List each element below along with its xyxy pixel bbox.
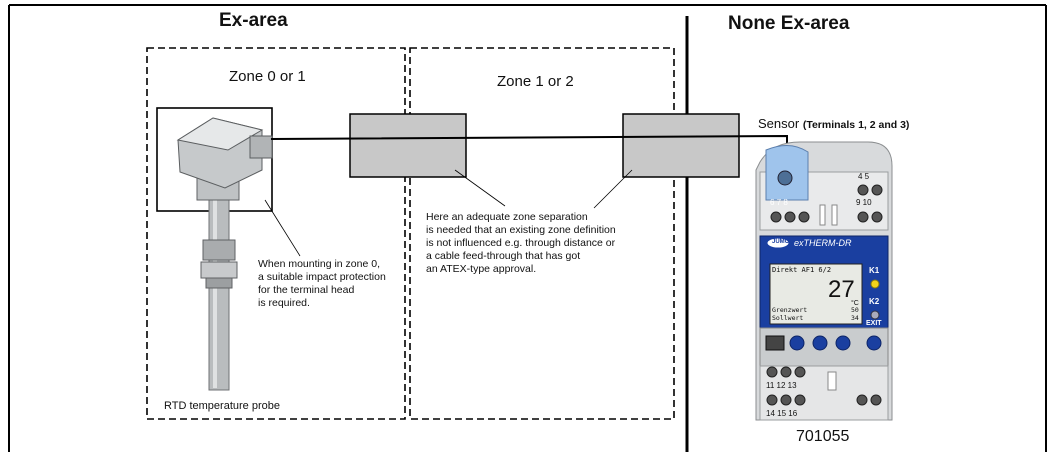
zone-left-border (146, 47, 406, 420)
non-ex-area-heading: None Ex-area (728, 13, 850, 34)
display-row2-value: 34 (851, 314, 859, 322)
leader-separation-2 (593, 169, 633, 209)
terminals-top-right: 4 5 (858, 172, 870, 181)
sensor-terminals: (Terminals 1, 2 and 3) (802, 119, 910, 131)
sensor-prefix: Sensor (758, 116, 800, 131)
display-header-mid: AF1 (801, 266, 815, 274)
device-model: 701055 (796, 428, 850, 445)
ex-area-heading: Ex-area (219, 10, 288, 31)
leader-separation-1 (454, 169, 506, 207)
separation-note: Here an adequate zone separation is need… (426, 211, 616, 275)
sensor-label: Sensor (Terminals 1, 2 and 3) (758, 116, 909, 131)
k2-label: K2 (869, 297, 880, 306)
display-header-left: Direkt (772, 266, 798, 274)
separation-box-1 (349, 113, 467, 178)
display-header: Direkt AF1 6/2 (772, 266, 831, 274)
exit-label: EXIT (866, 320, 882, 327)
display-value: 27 (828, 276, 855, 303)
terminals-top-right-2: 9 10 (856, 198, 872, 207)
device-name: exTHERM-DR (794, 238, 852, 248)
display-row1-value: 50 (851, 306, 859, 314)
zone-right-border (409, 47, 675, 420)
display-header-right: 6/2 (818, 266, 832, 274)
zone-right-label: Zone 1 or 2 (497, 73, 574, 90)
display-row1-label: Grenzwert (772, 306, 808, 314)
zone-left-label: Zone 0 or 1 (229, 68, 306, 85)
terminals-bottom-b: 14 15 16 (766, 409, 798, 418)
leader-zone0 (264, 199, 301, 257)
terminals-top-left: 6 7 8 (770, 198, 788, 207)
device-701055 (755, 141, 893, 421)
display-unit: °C (851, 300, 859, 307)
device-brand: JUMO (772, 239, 790, 245)
rtd-probe-label: RTD temperature probe (164, 400, 280, 412)
rtd-probe (176, 117, 273, 391)
k1-label: K1 (869, 266, 880, 275)
display-row2-label: Sollwert (772, 314, 804, 322)
terminals-bottom-a: 11 12 13 (766, 381, 797, 390)
separation-box-2 (622, 113, 740, 178)
zone0-note: When mounting in zone 0, a suitable impa… (258, 258, 386, 309)
